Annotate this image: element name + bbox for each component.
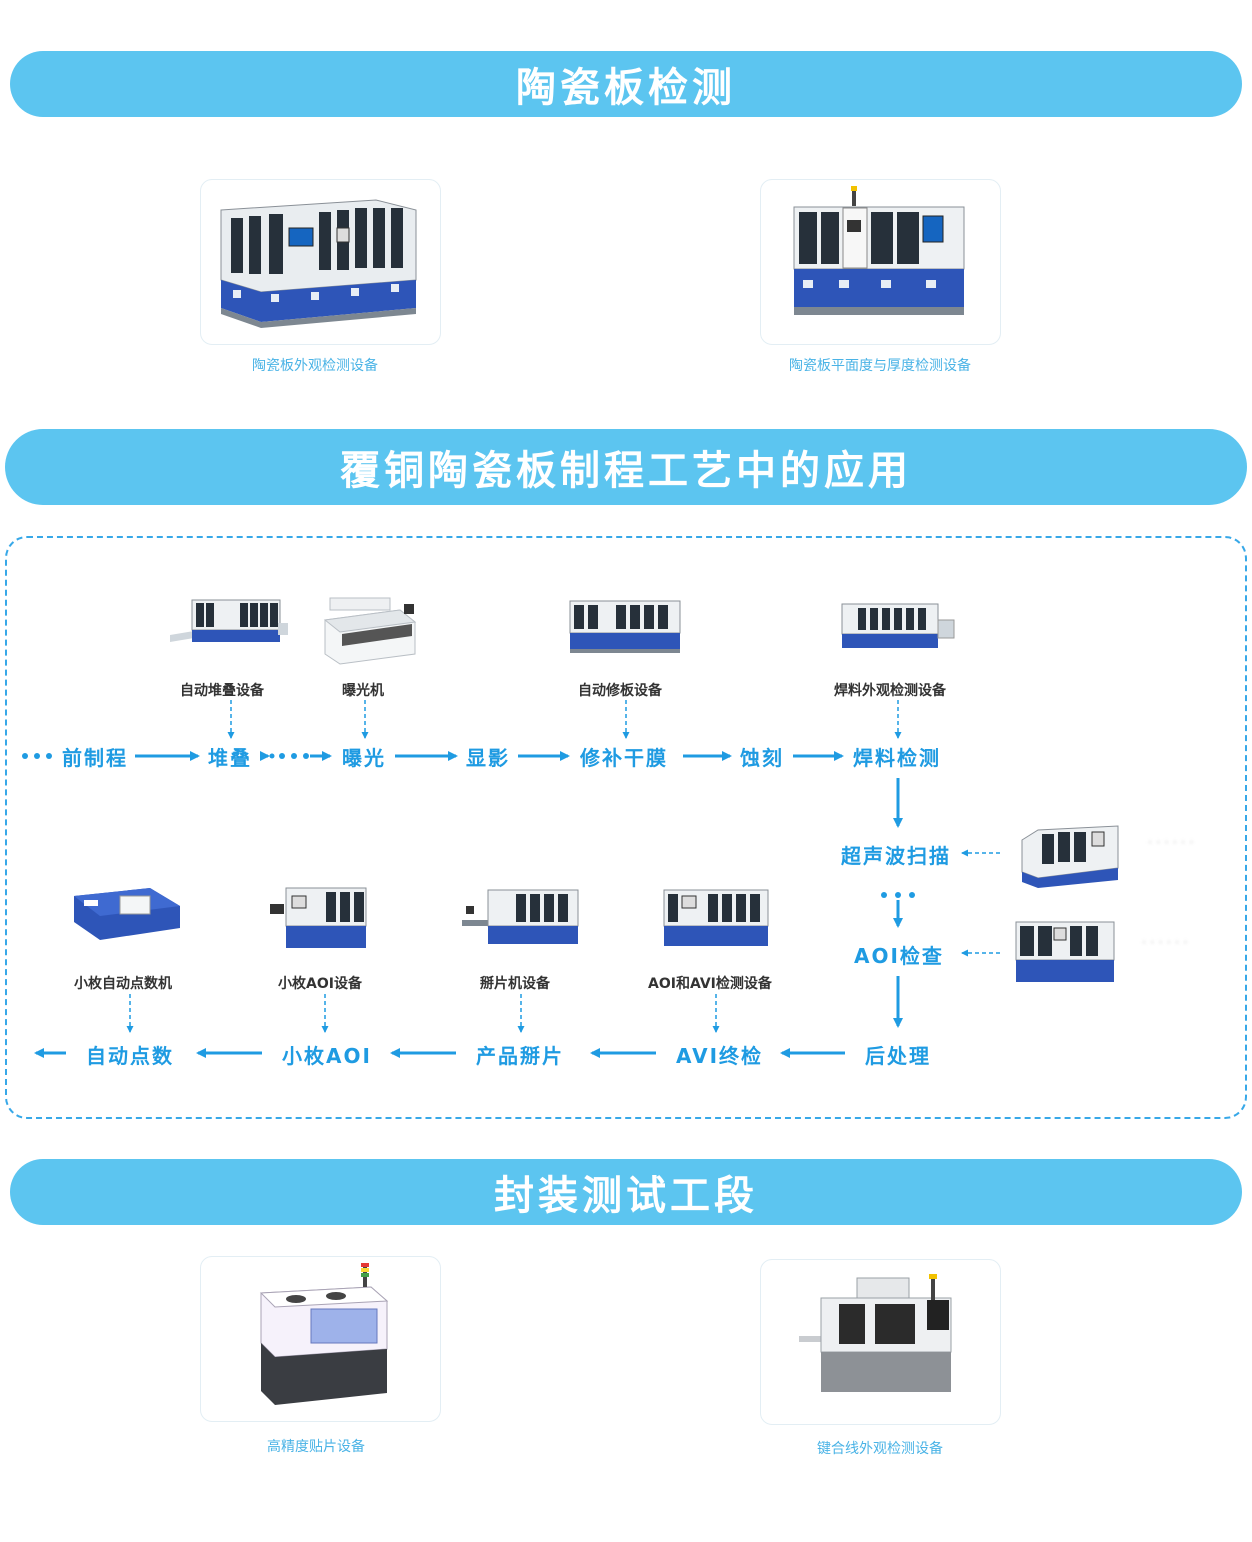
- section-banner-packaging-test: 封装测试工段: [10, 1159, 1242, 1225]
- product-card-ceramic-appearance[interactable]: [200, 179, 441, 345]
- section-title: 陶瓷板检测: [516, 65, 736, 111]
- product-caption: 陶瓷板外观检测设备: [252, 357, 378, 373]
- step-solder-inspection: 焊料检测: [853, 746, 941, 770]
- step-pre-process: 前制程: [62, 746, 128, 770]
- equipment-label: 小枚AOI设备: [278, 976, 362, 992]
- step-developing: 显影: [466, 746, 510, 770]
- blurred-caption: . . . . . .: [1148, 832, 1194, 847]
- step-post-process: 后处理: [865, 1044, 931, 1068]
- step-etching: 蚀刻: [740, 746, 784, 770]
- step-product-split: 产品掰片: [476, 1044, 564, 1068]
- step-auto-count: 自动点数: [86, 1044, 174, 1068]
- section-title: 覆铜陶瓷板制程工艺中的应用: [340, 448, 912, 494]
- process-flow-box: [5, 536, 1247, 1119]
- machine-auto-stacking: [170, 599, 288, 642]
- step-ultrasonic-scan: 超声波扫描: [841, 844, 951, 868]
- step-repair-film: 修补干膜: [580, 746, 668, 770]
- equipment-label: 自动堆叠设备: [180, 683, 264, 699]
- product-card-ceramic-flatness[interactable]: [760, 179, 1001, 345]
- section-banner-dbc-application: 覆铜陶瓷板制程工艺中的应用: [5, 429, 1247, 505]
- product-card-high-precision-mounter[interactable]: [200, 1256, 441, 1422]
- machine-splitter: [462, 889, 579, 944]
- machine-aoi-avi: [663, 889, 769, 946]
- machine-auto-counter: [74, 888, 180, 940]
- step-exposure: 曝光: [342, 746, 386, 770]
- blurred-caption: . . . . . .: [1142, 932, 1188, 947]
- equipment-label: 焊料外观检测设备: [834, 683, 946, 699]
- product-card-bonding-wire-inspection[interactable]: [760, 1259, 1001, 1425]
- machine-ultrasonic: [1021, 825, 1119, 888]
- machine-small-aoi: [270, 887, 367, 948]
- step-avi-final: AVI终检: [676, 1044, 764, 1068]
- product-caption: 键合线外观检测设备: [817, 1440, 943, 1456]
- machine-image: [799, 1274, 952, 1392]
- equipment-label: 自动修板设备: [578, 683, 662, 699]
- product-caption: 高精度贴片设备: [267, 1438, 365, 1454]
- step-aoi-check: AOI检查: [854, 944, 944, 968]
- machine-auto-repair: [569, 600, 681, 653]
- machine-image: [220, 199, 417, 328]
- machine-solder-inspection: [841, 603, 955, 648]
- equipment-label: AOI和AVI检测设备: [648, 976, 772, 992]
- machine-image: [793, 186, 965, 315]
- machine-aoi-check: [1015, 921, 1115, 982]
- section-title: 封装测试工段: [494, 1173, 758, 1219]
- step-stacking: 堆叠: [208, 746, 252, 770]
- machine-exposure: [323, 597, 417, 665]
- machine-image: [259, 1263, 389, 1405]
- product-caption: 陶瓷板平面度与厚度检测设备: [789, 357, 971, 373]
- equipment-label: 小枚自动点数机: [74, 976, 172, 992]
- equipment-label: 掰片机设备: [480, 976, 550, 992]
- equipment-label: 曝光机: [342, 683, 384, 699]
- section-banner-ceramic-inspection: 陶瓷板检测: [10, 51, 1242, 117]
- step-small-aoi: 小枚AOI: [282, 1044, 372, 1068]
